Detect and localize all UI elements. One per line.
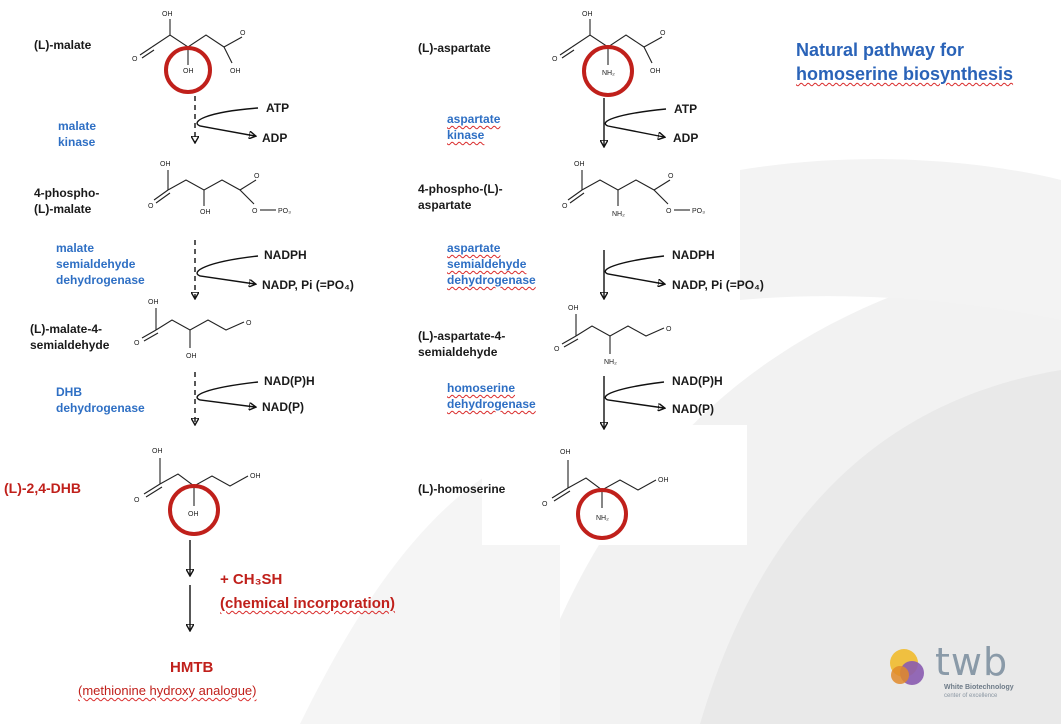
compound-aspartate-semialdehyde: (L)-aspartate-4- semialdehyde (418, 329, 506, 359)
atom-o: O (668, 173, 674, 180)
atom-o: O (254, 173, 260, 180)
structure-4-phospho-aspartate: OH O O NH₂ O PO₃ (562, 161, 705, 218)
highlight-circle (168, 484, 220, 536)
atom-oh: OH (152, 448, 163, 455)
atom-o: O (542, 501, 548, 508)
cofactor-nad-left: NAD(P) (262, 400, 304, 414)
atom-o: O (562, 203, 568, 210)
cofactor-curve-left-3 (196, 381, 259, 407)
atom-oh: OH (582, 11, 593, 18)
atom-po3: PO₃ (692, 208, 705, 215)
atom-nh2: NH₂ (604, 359, 617, 366)
cofactor-adp-right: ADP (673, 131, 699, 145)
atom-po3: PO₃ (278, 208, 291, 215)
pathway-title: Natural pathway for homoserine biosynthe… (796, 38, 1013, 86)
atom-oh: OH (568, 305, 579, 312)
compound-l-homoserine: (L)-homoserine (418, 482, 506, 496)
cofactor-nadph2-left: NAD(P)H (264, 374, 315, 388)
cofactor-nad-right: NAD(P) (672, 402, 714, 416)
cofactor-curve-right-3 (604, 381, 664, 408)
atom-nh2: NH₂ (612, 211, 625, 218)
structure-l-homoserine: OH O OH NH₂ (542, 449, 669, 540)
cofactor-nadph-right: NADPH (672, 248, 715, 262)
atom-o: O (240, 30, 246, 37)
highlight-circle (164, 46, 212, 94)
structure-l-malate: OH O O OH OH (132, 11, 246, 94)
enzyme-malate-semialdehyde-dehydrogenase: malate semialdehyde dehydrogenase (56, 241, 145, 287)
cofactor-curve-right-2 (604, 255, 664, 284)
structure-4-phospho-malate: OH O O OH O PO₃ (148, 161, 291, 216)
atom-oh: OH (658, 477, 669, 484)
atom-oh: OH (560, 449, 571, 456)
enzyme-malate-kinase: malate kinase (58, 119, 97, 149)
twb-logo-mark (890, 649, 924, 685)
atom-oh: OH (162, 11, 173, 18)
cofactor-curve-right-1 (604, 108, 666, 137)
chemical-incorporation-note: (chemical incorporation) (220, 595, 396, 612)
title-line-1: Natural pathway for (796, 40, 965, 60)
atom-o: O (148, 203, 154, 210)
cofactor-curve-left-2 (196, 255, 259, 284)
enzyme-homoserine-dehydrogenase: homoserine dehydrogenase (447, 381, 536, 411)
cofactor-atp-right: ATP (674, 102, 698, 116)
cofactor-nadph-left: NADPH (264, 248, 307, 262)
atom-oh: OH (188, 511, 199, 518)
twb-logo-tagline-2: center of excellence (944, 693, 998, 699)
product-description: (methionine hydroxy analogue) (78, 683, 257, 699)
compound-4-phospho-aspartate: 4-phospho-(L)- aspartate (418, 182, 503, 212)
cofactor-nadp-right: NADP, Pi (=PO₄) (672, 278, 764, 292)
compound-dhb: (L)-2,4-DHB (4, 480, 81, 496)
atom-oh: OH (574, 161, 585, 168)
atom-o: O (666, 208, 672, 215)
enzyme-dhb-dehydrogenase: DHB dehydrogenase (56, 385, 145, 415)
atom-o: O (552, 56, 558, 63)
compound-l-aspartate: (L)-aspartate (418, 41, 491, 55)
cofactor-nadp-left: NADP, Pi (=PO₄) (262, 278, 354, 292)
compound-malate-semialdehyde: (L)-malate-4- semialdehyde (30, 322, 110, 352)
atom-o: O (132, 56, 138, 63)
atom-o: O (134, 497, 140, 504)
enzyme-aspartate-kinase: aspartate kinase (447, 112, 501, 142)
chemical-reagent: + CH₃SH (220, 571, 283, 588)
title-line-2: homoserine biosynthesis (796, 64, 1014, 84)
atom-o: O (134, 340, 140, 347)
atom-o: O (666, 326, 672, 333)
atom-o: O (246, 320, 252, 327)
cofactor-adp-left: ADP (262, 131, 288, 145)
atom-oh: OH (160, 161, 171, 168)
twb-logo-tagline: White Biotechnology (944, 684, 1014, 691)
cofactor-atp-left: ATP (266, 101, 290, 115)
structure-aspartate-semialdehyde: OH O NH₂ O (554, 305, 672, 366)
highlight-circle (576, 488, 628, 540)
atom-oh: OH (250, 473, 261, 480)
atom-o: O (252, 208, 258, 215)
compound-l-malate: (L)-malate (34, 38, 92, 52)
product-description-text: (methionine hydroxy analogue) (78, 683, 257, 698)
atom-oh: OH (230, 68, 241, 75)
highlight-circle (582, 45, 634, 97)
cofactor-curve-left-1 (196, 107, 259, 136)
twb-logo-word: twb (935, 640, 1009, 684)
atom-oh: OH (186, 353, 197, 360)
structure-dhb: OH O OH OH (134, 448, 261, 536)
atom-o: O (660, 30, 666, 37)
product-hmtb: HMTB (170, 659, 214, 676)
atom-o: O (554, 346, 560, 353)
atom-nh2: NH₂ (596, 515, 609, 522)
atom-oh: OH (650, 68, 661, 75)
atom-nh2: NH₂ (602, 70, 615, 77)
enzyme-aspartate-semialdehyde-dehydrogenase: aspartate semialdehyde dehydrogenase (447, 241, 536, 287)
atom-oh: OH (200, 209, 211, 216)
compound-4-phospho-malate: 4-phospho- (L)-malate (34, 186, 100, 216)
structure-malate-semialdehyde: OH O OH O (134, 299, 252, 360)
atom-oh: OH (148, 299, 159, 306)
cofactor-nadph2-right: NAD(P)H (672, 374, 723, 388)
atom-oh: OH (183, 68, 194, 75)
structure-l-aspartate: OH O O OH NH₂ (552, 11, 666, 97)
